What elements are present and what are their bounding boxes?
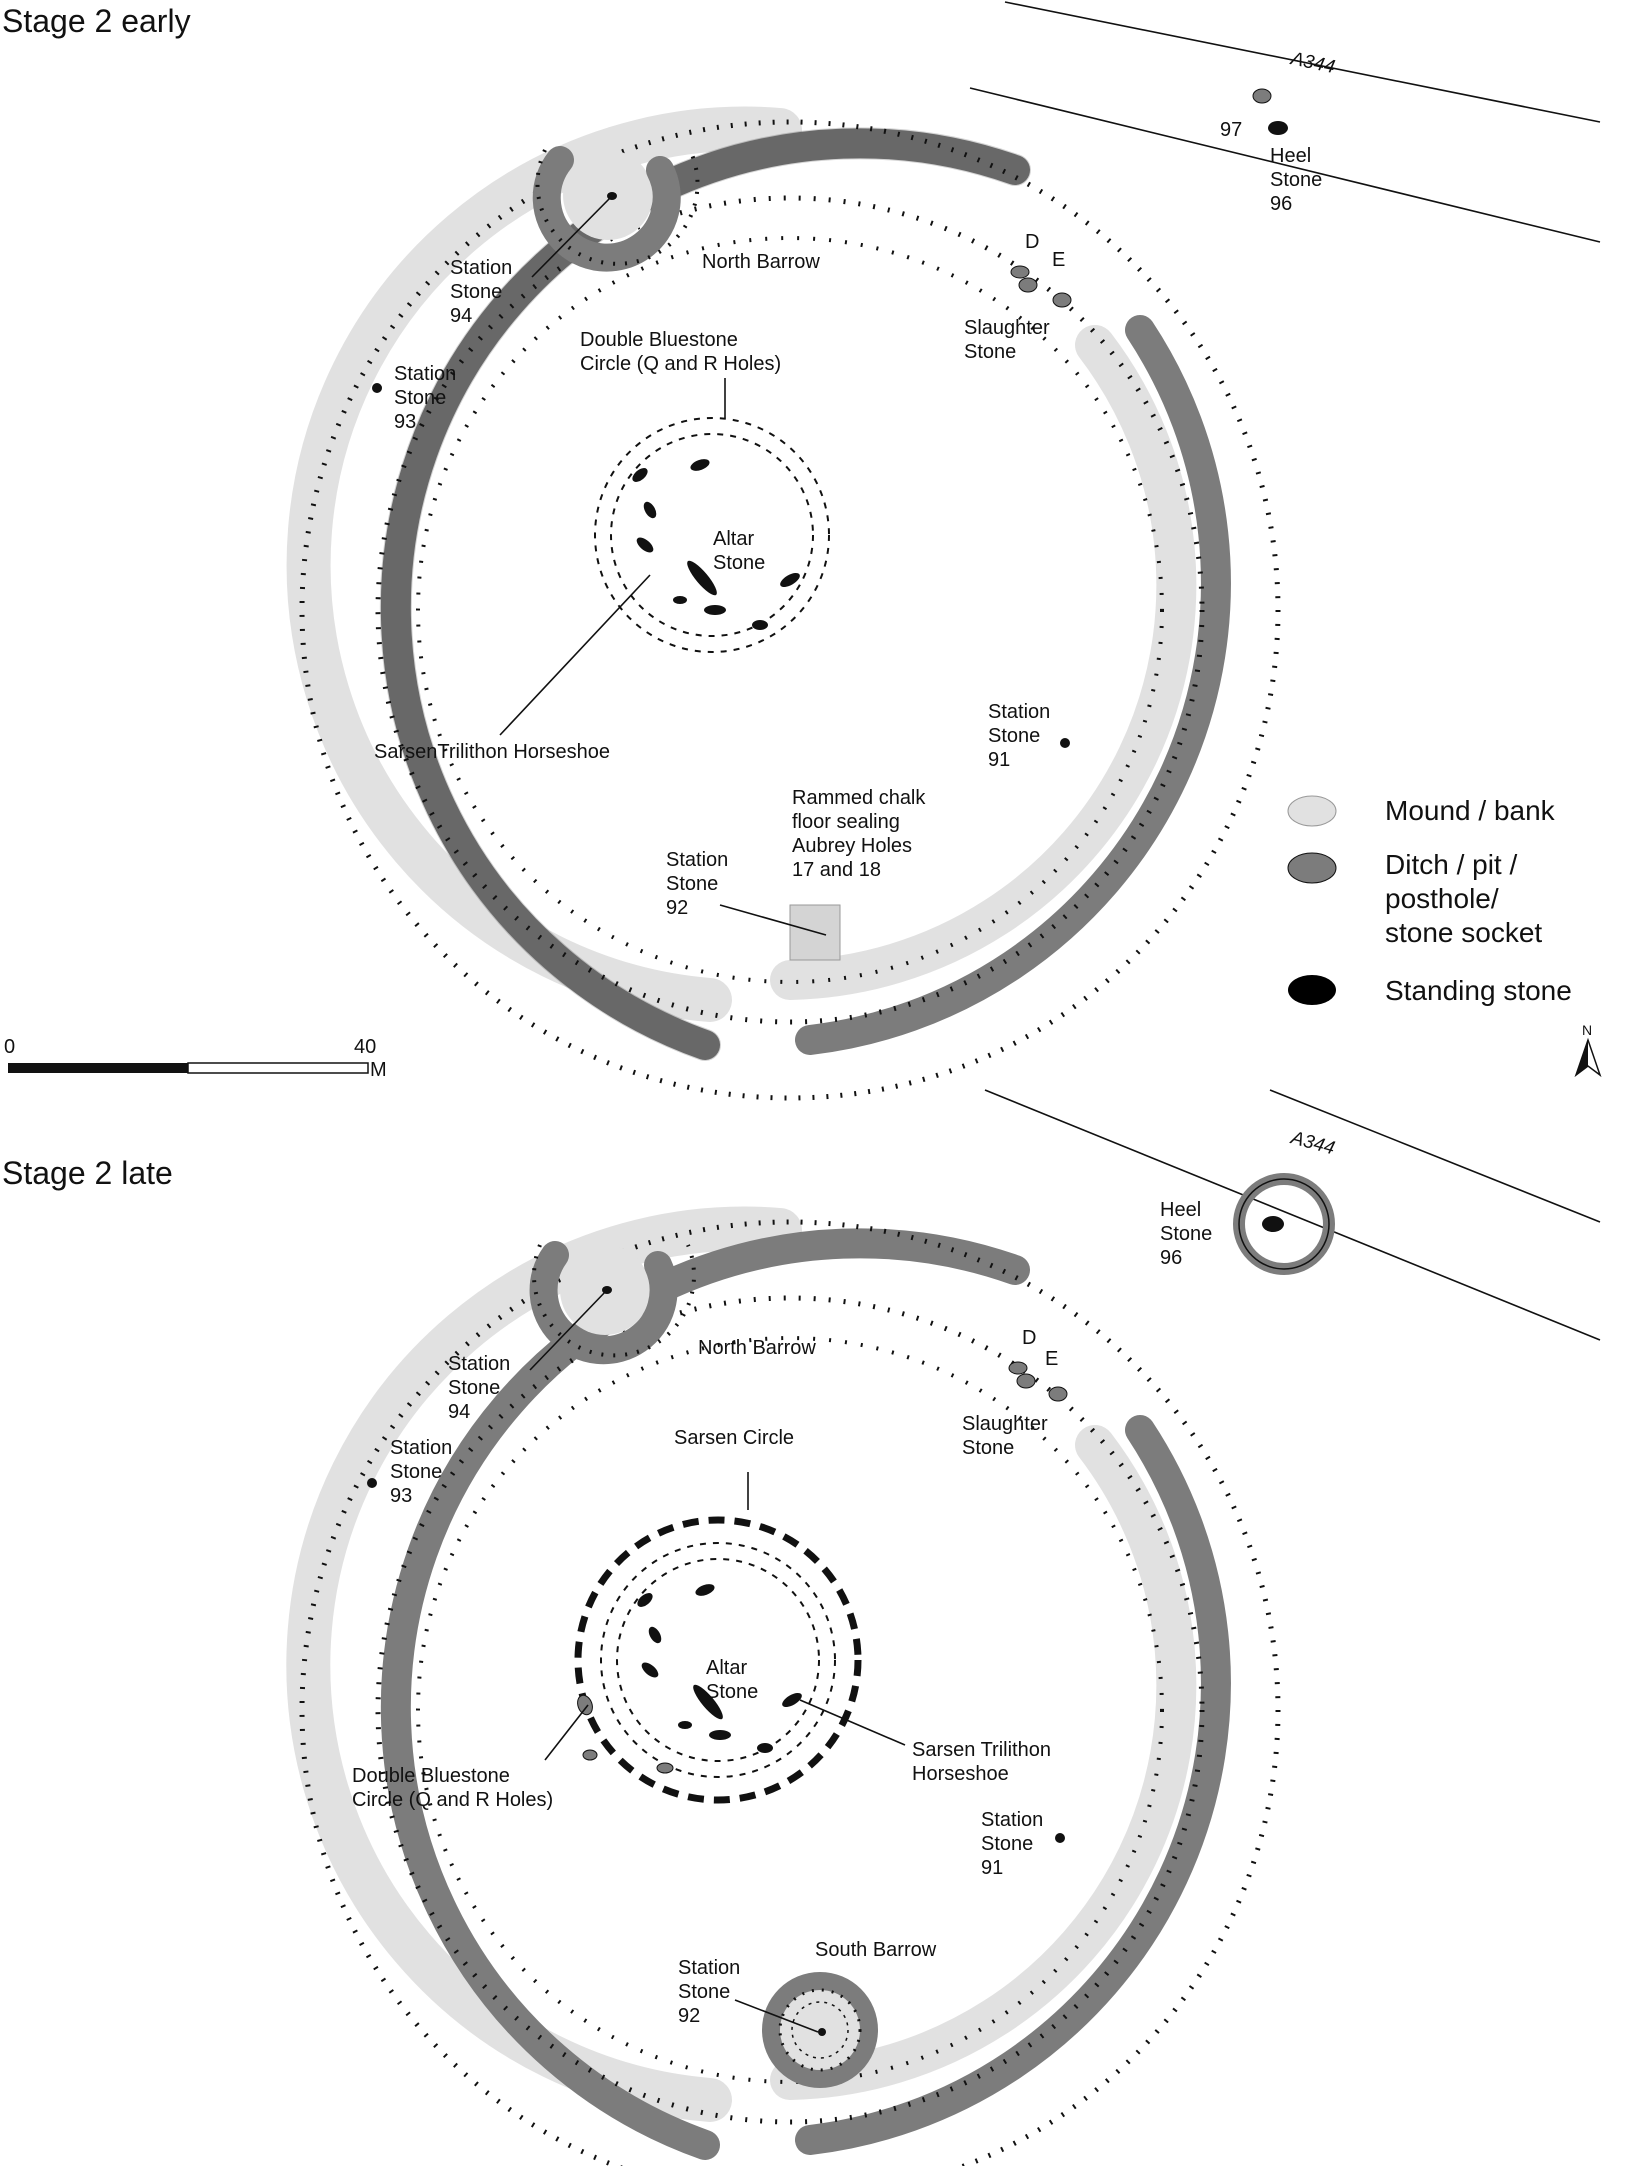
stone-97 [1252,88,1272,104]
double-bluestone-label-late: Double Bluestone Circle (Q and R Holes) [352,1765,553,1811]
leader-lines-late [529,1289,906,2033]
altar-stone-label-early: Altar Stone [713,528,765,574]
station-stone-91-late [1055,1833,1065,1843]
altar-stone-early [687,560,717,596]
scale-bar-icon: 0 40 M [4,1036,387,1081]
sarsen-circle-ring [574,1516,862,1804]
north-label: N [1582,1022,1592,1038]
slaughter-stone-label-early: Slaughter Stone [964,317,1055,363]
hachure-outer-early [299,119,1281,1101]
station-stone-94-label-late: Station Stone 94 [448,1353,516,1423]
leader-lines-early [499,195,827,936]
stone-e-early [1052,292,1072,308]
double-bluestone-label-early: Double Bluestone Circle (Q and R Holes) [580,329,781,375]
ditch-west-early [380,128,1030,1060]
station-stone-91-label-late: Station Stone 91 [981,1809,1049,1879]
heel-stone-96-late [1262,1216,1284,1232]
legend-ditch-swatch [1287,852,1337,884]
stone-e-late [1048,1386,1068,1402]
hachure-inner2-early [416,236,1164,984]
hachure-inner2-late [416,1336,1164,2084]
legend-stone-swatch [1288,975,1336,1005]
road-label-late: A344 [1288,1127,1337,1159]
station-stone-94-label-early: Station Stone 94 [450,257,518,327]
stone-d-late [1008,1361,1028,1375]
hachure-inner-late [375,1295,1205,2125]
central-circle-late [574,1516,862,1804]
station-stone-93-early [372,383,382,393]
stage-early-title: Stage 2 early [2,3,191,39]
ditch-east-early [795,315,1231,1055]
station-stone-93-late [367,1478,377,1488]
central-circle-early [594,417,830,653]
scale-end-label: 40 [354,1036,376,1058]
heel-stone-label-early: Heel Stone 96 [1270,145,1328,215]
road-a344-late: A344 [984,1089,1601,1341]
station-stone-93-label-late: Station Stone 93 [390,1437,458,1507]
station-stone-92-label-early: Station Stone 92 [666,849,734,919]
scale-start-label: 0 [4,1036,15,1058]
station-stone-92-label-late: Station Stone 92 [678,1957,746,2027]
trilithon-label-late: Sarsen Trilithon Horseshoe [912,1739,1057,1785]
altar-stone-late [693,1684,723,1720]
stone-e-label-early: E [1052,249,1065,271]
stone-d-early [1010,265,1030,279]
legend-ditch-label: Ditch / pit / posthole/ stone socket [1385,849,1542,948]
stone-d-early-b [1018,277,1038,293]
station-stone-92-late [818,2028,826,2036]
stage-early-plan: Stage 2 early A344 [2,1,1601,1101]
north-barrow-late [529,1241,696,1365]
north-barrow-label-early: North Barrow [702,251,820,273]
hachure-inner-early [375,195,1205,1025]
legend-stone-label: Standing stone [1385,975,1572,1006]
hachure-outer-late [299,1219,1281,2166]
station-stone-93-label-early: Station Stone 93 [394,363,462,433]
stage-late-title: Stage 2 late [2,1155,173,1191]
stone-d-label-late: D [1022,1327,1036,1349]
legend-mound-label: Mound / bank [1385,795,1556,826]
sarsen-circle-label: Sarsen Circle [674,1427,794,1449]
heel-stone-label-late: Heel Stone 96 [1160,1199,1218,1269]
ditch-east-late [795,1415,1231,2155]
rammed-chalk-label: Rammed chalk floor sealing Aubrey Holes … [792,787,931,881]
ditch-west-late [380,1228,1030,2160]
station-stone-91-early [1060,738,1070,748]
legend-mound-swatch [1287,795,1337,827]
station-stone-91-label-early: Station Stone 91 [988,701,1056,771]
south-barrow-label: South Barrow [815,1939,937,1961]
bank-east-late [770,1425,1197,2100]
scale-unit-label: M [370,1059,387,1081]
slaughter-stone-label-late: Slaughter Stone [962,1413,1053,1459]
heel-stone-96-early [1268,121,1288,135]
altar-stone-label-late: Altar Stone [706,1657,758,1703]
stone-d-label-early: D [1025,231,1039,253]
road-label-early: A344 [1288,48,1337,78]
north-barrow-label-late: North Barrow [698,1337,816,1359]
stone-e-label-late: E [1045,1348,1058,1370]
north-arrow-icon: N [1574,1022,1602,1078]
ditch-west-early-outline [379,127,1031,1061]
heel-stone-ring [1233,1173,1335,1275]
legend: Mound / bank Ditch / pit / posthole/ sto… [1287,795,1572,1006]
stage-late-plan: Stage 2 late A344 [2,1089,1601,2166]
bank-east-early [770,325,1197,1000]
stone-d-late-b [1016,1373,1036,1389]
stone-97-label: 97 [1220,119,1242,141]
trilithon-label-early: SarsenTrilithon Horseshoe [374,741,610,763]
